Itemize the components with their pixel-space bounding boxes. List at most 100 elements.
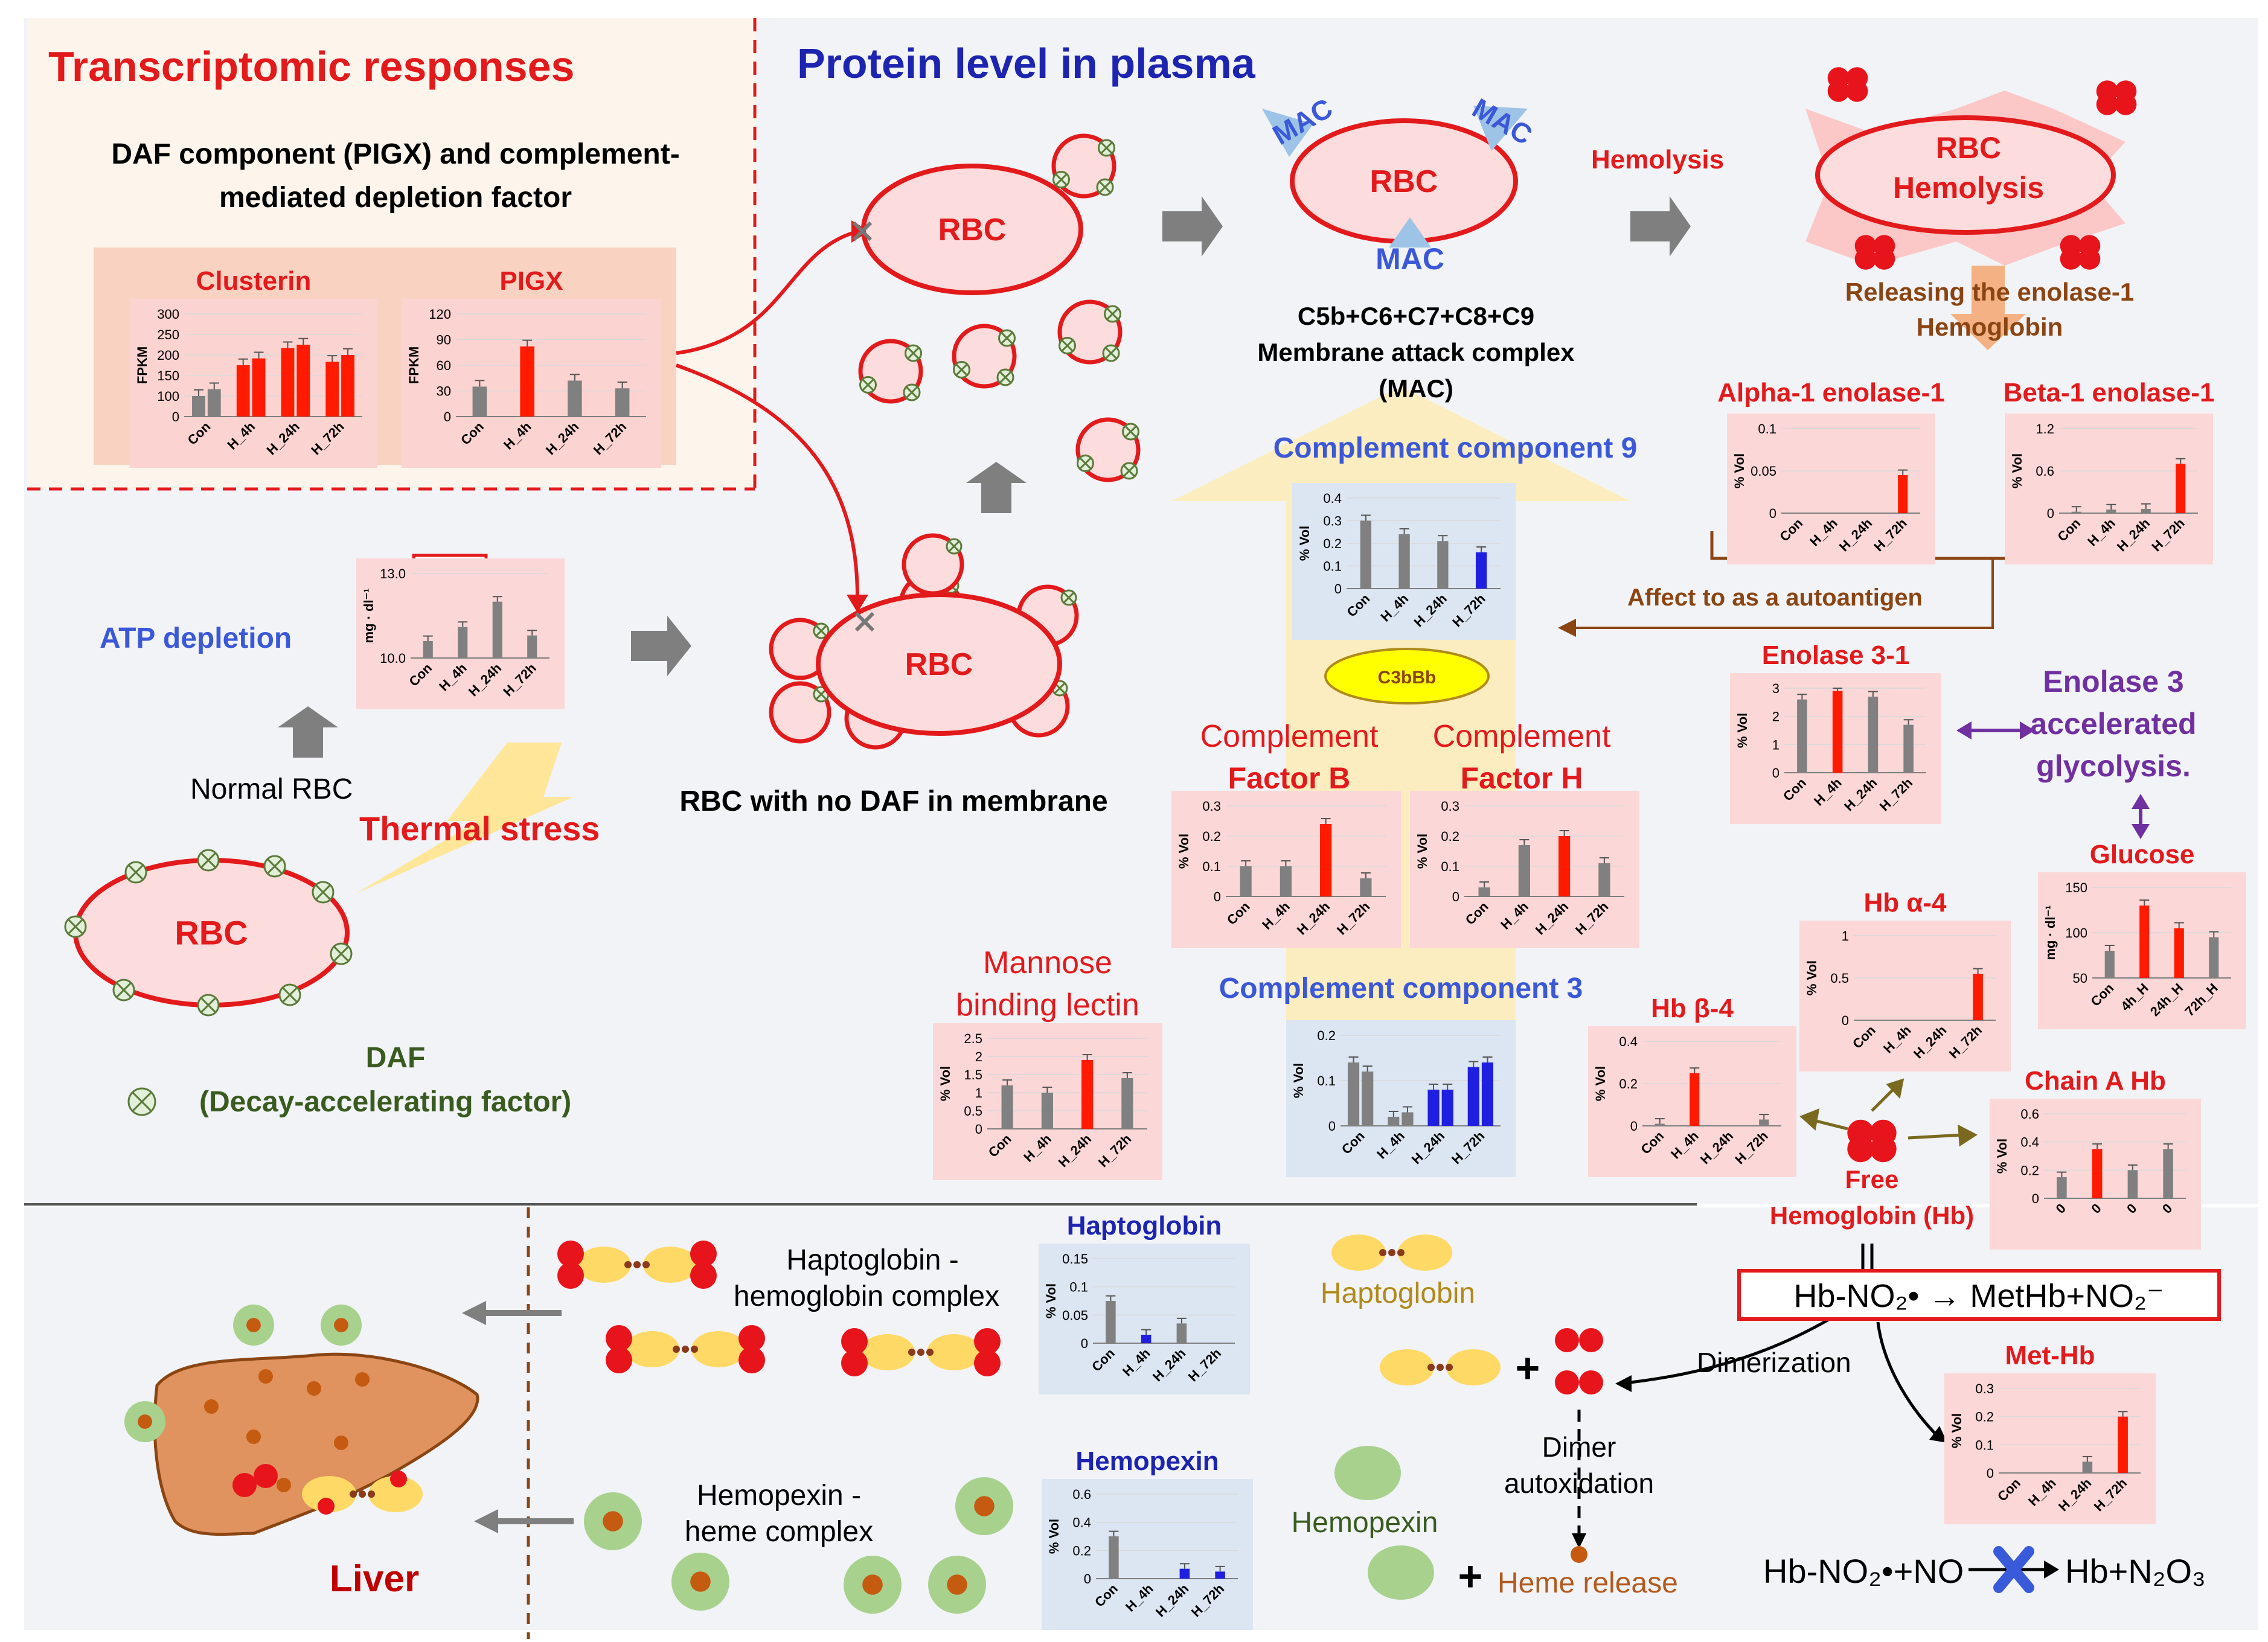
vesicle-daf-a-1-x — [1106, 307, 1119, 321]
chart-clusterin-bar-3-0 — [325, 362, 339, 417]
chart-chaina-ytick-0: 0 — [2032, 1191, 2039, 1206]
gray-x-mark — [852, 221, 873, 241]
hapto-hb-complex-3-lobe-l — [860, 1334, 915, 1370]
hemopexin-heme-complex-2-heme — [974, 1496, 995, 1516]
chart-clusterin-bar-2-1 — [296, 345, 310, 417]
chart-beta1-title: Beta-1 enolase-1 — [2004, 378, 2215, 407]
hapto-hb-complex-3-hb-1 — [841, 1350, 868, 1376]
chart-cc9-ytick-2: 0.2 — [1323, 536, 1342, 551]
hapto-hb-complex-3-link-2 — [926, 1349, 934, 1356]
dimer-autoxidation-2: autoxidation — [1504, 1468, 1655, 1499]
chart-haptoglobin-ytick-1: 0.05 — [1062, 1308, 1088, 1323]
normal-rbc-label: Normal RBC — [190, 773, 353, 805]
chart-clusterin-bar-0-0 — [192, 396, 205, 417]
hapto-hb-complex-3-hb-3 — [974, 1350, 1001, 1376]
c3bbb-label: C3bBb — [1378, 668, 1437, 688]
chart-factor_b-ytick-1: 0.1 — [1202, 859, 1221, 874]
hemoglobin-icon-4-sub-3 — [2078, 248, 2101, 270]
vesicle-daf-c-0-x — [1055, 173, 1068, 186]
chart-clusterin-ytick-1: 100 — [157, 389, 179, 404]
chart-cc3-bar-2-1 — [1441, 1090, 1453, 1126]
chart-factor_b-bar-3-0 — [1360, 878, 1372, 896]
hb-no2-equation: Hb-NO₂• → MetHb+NO₂⁻ — [1793, 1278, 2164, 1314]
liver-hb-b — [254, 1464, 278, 1488]
chart-mbl-ytick-3: 1.5 — [964, 1067, 982, 1082]
chart-clusterin-ytick-3: 200 — [157, 348, 179, 363]
chart-pigx-bar-2-0 — [568, 380, 582, 417]
heme-icon — [1571, 1546, 1587, 1563]
bleb-daf-1-x — [1063, 592, 1075, 604]
vesicle-daf-a-3-x — [1001, 331, 1013, 345]
hb-n2o3-label: Hb+N₂O₃ — [2065, 1552, 2206, 1590]
enolase3-text-1: Enolase 3 — [2043, 665, 2184, 698]
chart-cc9-ytick-4: 0.4 — [1323, 491, 1342, 506]
releasing-text-2: Hemoglobin — [1916, 313, 2063, 341]
chart-hbb4-ytick-0: 0 — [1630, 1119, 1638, 1134]
hapto-hb-complex-3-hb-2 — [974, 1328, 1001, 1355]
cc3-title: Complement component 3 — [1219, 973, 1583, 1005]
daf-label: DAF — [365, 1042, 426, 1074]
haptoglobin-free-icon-link-2 — [1446, 1364, 1453, 1371]
vesicle-daf-c-1-x — [1061, 339, 1074, 352]
chart-factor_b-bar-1-0 — [1280, 866, 1292, 896]
chart-factor_h-bar-2-0 — [1558, 836, 1571, 896]
chart-beta1-bar-1-0 — [2106, 510, 2116, 513]
chart-cc3-bar-1-0 — [1388, 1117, 1400, 1126]
chart-haptoglobin-bar-2-0 — [1176, 1323, 1187, 1343]
chart-glucose-ylabel: mg · dl⁻¹ — [2043, 905, 2058, 960]
chart-cc9-bar-0-0 — [1360, 520, 1372, 589]
chart-beta1-bar-2-0 — [2141, 509, 2151, 513]
chart-glucose-bar-1-0 — [2139, 906, 2150, 978]
chart-mbl-ytick-5: 2.5 — [964, 1031, 982, 1046]
chart-ca-bar-2-0 — [492, 601, 502, 658]
hapto-hb-complex-1-lobe-r — [643, 1247, 697, 1283]
chart-pigx-ytick-1: 30 — [437, 384, 451, 399]
hapto-hb-complex-2-hb-0 — [606, 1325, 632, 1352]
chart-cc3-bar-0-0 — [1347, 1062, 1360, 1126]
vesicle-daf-b-0-x — [1098, 180, 1112, 194]
chart-hba4-ylabel: % Vol — [1804, 960, 1819, 995]
daf-marker-0-x — [128, 864, 144, 880]
haptoglobin-free-icon-link-1 — [1437, 1364, 1444, 1371]
vesicle-daf-c-2-x — [1079, 457, 1092, 470]
hb-dimer-0-a — [1555, 1328, 1579, 1352]
chart-mbl-bar-3-0 — [1121, 1078, 1133, 1129]
rbc-hemolysis-label-2: Hemolysis — [1893, 171, 2044, 205]
chart-clusterin-bar-1-1 — [252, 358, 266, 417]
chart-methb-bar-3-0 — [2118, 1416, 2128, 1473]
rbc-no-daf-bottom-label: RBC — [905, 647, 973, 682]
chart-glucose-bar-0-0 — [2104, 951, 2115, 978]
chart-mbl-ylabel: % Vol — [938, 1066, 953, 1101]
mac-text-1: C5b+C6+C7+C8+C9 — [1297, 302, 1535, 330]
hemopexin-icon — [1334, 1446, 1401, 1500]
haptoglobin-label: Haptoglobin — [1320, 1277, 1476, 1309]
chart-factor_h-ytick-2: 0.2 — [1441, 829, 1459, 844]
hapto-hb-complex-2-link-0 — [673, 1346, 680, 1353]
chart-clusterin-ytick-2: 150 — [157, 368, 179, 383]
chart-ca-ytick-1: 13.0 — [380, 566, 406, 581]
chart-chaina-ylabel: % Vol — [1994, 1139, 2010, 1174]
gray-x-mark — [854, 612, 875, 632]
liver-heme-2 — [355, 1372, 370, 1387]
chart-haptoglobin-ytick-0: 0 — [1081, 1336, 1088, 1351]
chart-hba4-ytick-2: 1 — [1842, 928, 1849, 944]
haptoglobin-icon-lobe-r — [1398, 1235, 1452, 1271]
heme-release-label: Heme release — [1498, 1567, 1678, 1599]
chart-factor_b-ytick-0: 0 — [1214, 889, 1221, 904]
rbc-hemolysis-label-1: RBC — [1936, 131, 2001, 165]
hapto-hb-complex-1-hb-3 — [690, 1262, 717, 1289]
hemoglobin-icon-3-sub-3 — [1873, 248, 1895, 270]
haptoglobin-icon-link-1 — [1388, 1249, 1395, 1256]
haptoglobin-free-icon-link-0 — [1427, 1364, 1435, 1371]
liver-hapto-complex-link-1 — [359, 1490, 366, 1498]
chart-factor_h-ytick-3: 0.3 — [1441, 799, 1459, 814]
rbc-no-daf-label: RBC with no DAF in membrane — [679, 785, 1108, 817]
daf-marker-4-x — [333, 946, 349, 962]
chart-hemopexin-bg — [1042, 1479, 1253, 1630]
chart-enolase31-title: Enolase 3-1 — [1762, 641, 1910, 670]
